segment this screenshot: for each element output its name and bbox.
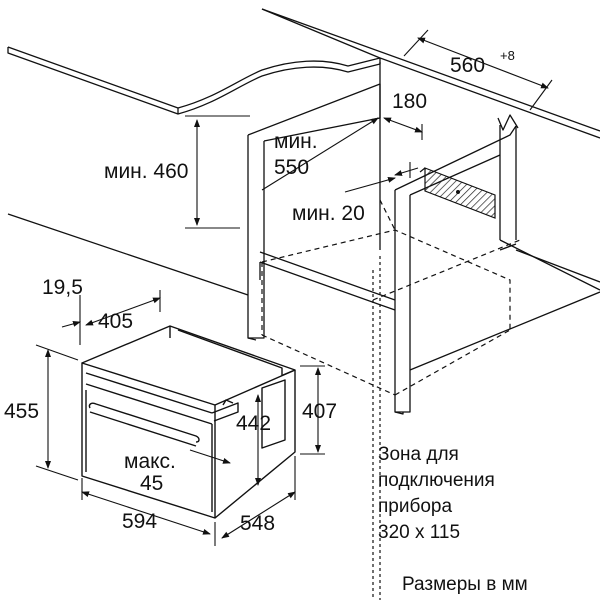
- dim-max-line2: 45: [140, 472, 163, 495]
- dim-min-550-line1: мин.: [274, 130, 318, 153]
- dimension-lines: [35, 29, 553, 546]
- dim-442: 442: [236, 412, 271, 435]
- dim-548: 548: [240, 512, 275, 535]
- zone-note-line3: прибора: [378, 496, 452, 517]
- appliance-ghost-outline: [261, 199, 521, 600]
- dim-560: 560: [450, 54, 485, 77]
- dim-180: 180: [392, 90, 427, 113]
- dim-max-line1: макс.: [124, 450, 176, 473]
- units-note: Размеры в мм: [402, 574, 528, 595]
- dim-min-550-line2: 550: [274, 156, 309, 179]
- connection-zone: [419, 167, 496, 219]
- dim-19-5: 19,5: [42, 276, 83, 299]
- dimension-labels: 560 +8 180 мин. 460 мин. 550 мин. 20 19,…: [4, 48, 515, 535]
- zone-note-line1: Зона для: [378, 444, 459, 465]
- dim-407: 407: [302, 400, 337, 423]
- dim-min-460: мин. 460: [104, 160, 188, 183]
- dim-min-20: мин. 20: [292, 202, 365, 225]
- dim-560-tolerance: +8: [500, 48, 515, 63]
- dim-594: 594: [122, 510, 157, 533]
- notes: Зона для подключения прибора 320 x 115 Р…: [378, 444, 528, 595]
- oven-appliance: [81, 325, 296, 519]
- dim-455: 455: [4, 400, 39, 423]
- dim-405: 405: [98, 310, 133, 333]
- zone-note-line2: подключения: [378, 470, 495, 491]
- zone-note-line4: 320 x 115: [378, 522, 460, 543]
